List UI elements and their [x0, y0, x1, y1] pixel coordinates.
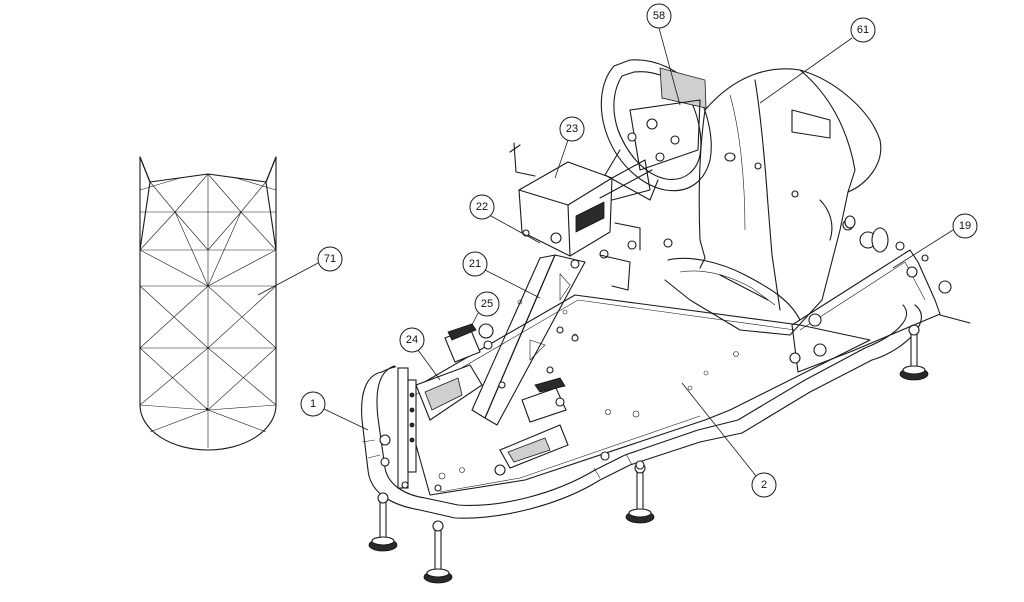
balloon-71: 71	[257, 246, 343, 296]
balloon-1-label: 1	[310, 398, 316, 410]
steering-wheel-part	[600, 59, 712, 201]
balloon-24: 24	[399, 327, 441, 381]
balloon-71-label: 71	[324, 253, 336, 265]
balloon-2-label: 2	[761, 479, 767, 491]
balloon-19: 19	[892, 213, 978, 269]
balloon-25-label: 25	[481, 298, 493, 310]
balloon-22-label: 22	[476, 201, 488, 213]
wheelbase-box-part	[509, 142, 653, 259]
balloon-23: 23	[554, 116, 585, 179]
foot-rear-right	[899, 324, 929, 381]
balloon-61: 61	[759, 17, 876, 104]
balloon-2: 2	[681, 382, 777, 498]
foot-mid	[625, 462, 655, 524]
balloon-23-label: 23	[566, 123, 578, 135]
balloon-61-label: 61	[857, 24, 869, 36]
balloon-58-label: 58	[653, 10, 665, 22]
balloon-1: 1	[300, 391, 369, 431]
seat-bracket-part	[789, 219, 971, 373]
foot-front-right	[423, 520, 453, 584]
balloon-21: 21	[462, 251, 541, 299]
seat-part	[664, 68, 882, 336]
balloon-58: 58	[646, 3, 681, 106]
tube-frame-part	[361, 304, 922, 519]
balloon-24-label: 24	[406, 334, 418, 346]
floor-mat-part	[139, 156, 277, 451]
balloon-21-label: 21	[469, 258, 481, 270]
balloon-19-label: 19	[959, 220, 971, 232]
balloon-25: 25	[467, 291, 500, 334]
column-mount-part	[471, 222, 673, 426]
pedal-assembly-part	[379, 323, 645, 492]
foot-front-left	[368, 492, 398, 552]
balloon-22: 22	[469, 194, 541, 244]
